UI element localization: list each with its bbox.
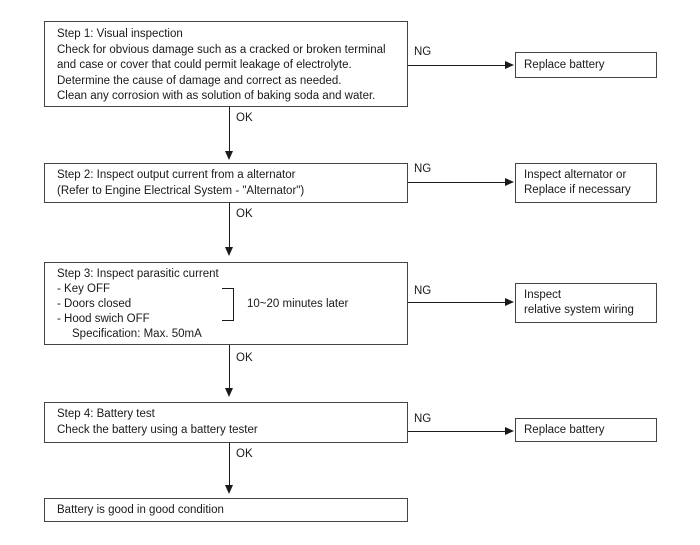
- step-3-box: Step 3: Inspect parasitic current - Key …: [44, 262, 408, 345]
- ok-arrow-2-head-icon: [225, 247, 233, 256]
- step-3-title: Step 3: Inspect parasitic current: [57, 268, 219, 280]
- step-4-box: Step 4: Battery test Check the battery u…: [44, 402, 408, 443]
- ng-label-4: NG: [414, 413, 432, 425]
- result-text: Battery is good in good condition: [57, 504, 224, 516]
- step-1-text: Check for obvious damage such as a crack…: [57, 43, 386, 56]
- ok-label-2: OK: [236, 208, 253, 220]
- ng-arrow-4-head-icon: [505, 427, 514, 435]
- ng-label-2: NG: [414, 163, 432, 175]
- ng-arrow-4-line: [408, 431, 505, 432]
- outcome-text: Replace if necessary: [524, 184, 631, 196]
- step-4-title: Step 4: Battery test: [57, 408, 155, 420]
- ng-arrow-2-line: [408, 182, 505, 183]
- outcome-text: relative system wiring: [524, 304, 634, 316]
- step-1-title: Step 1: Visual inspection: [57, 28, 183, 40]
- ng-arrow-3-head-icon: [505, 298, 514, 306]
- ok-label-1: OK: [236, 112, 253, 124]
- outcome-text: Replace battery: [524, 424, 605, 436]
- outcome-inspect-alternator-box: Inspect alternator or Replace if necessa…: [515, 163, 657, 203]
- ok-arrow-1-line: [229, 107, 230, 152]
- step-3-item: - Key OFF: [57, 283, 111, 295]
- step-3-item: - Hood swich OFF: [57, 313, 150, 325]
- ng-arrow-1-line: [408, 65, 505, 66]
- step-1-text: Determine the cause of damage and correc…: [57, 74, 342, 87]
- ng-arrow-3-line: [408, 302, 505, 303]
- ok-label-4: OK: [236, 448, 253, 460]
- outcome-replace-battery-1-box: Replace battery: [515, 52, 657, 78]
- outcome-text: Inspect: [524, 289, 562, 301]
- ng-label-3: NG: [414, 285, 432, 297]
- step-1-text: and case or cover that could permit leak…: [57, 59, 352, 71]
- ok-arrow-1-head-icon: [225, 151, 233, 160]
- step-2-title: Step 2: Inspect output current from a al…: [57, 169, 296, 181]
- step-4-text: Check the battery using a battery tester: [57, 423, 258, 436]
- step-1-text: Clean any corrosion with as solution of …: [57, 90, 376, 102]
- step-3-item: - Doors closed: [57, 298, 132, 310]
- ng-arrow-1-head-icon: [505, 61, 514, 69]
- outcome-text: Inspect alternator or: [524, 169, 627, 181]
- bracket-bottom-tick: [222, 320, 234, 321]
- result-box: Battery is good in good condition: [44, 498, 408, 522]
- outcome-inspect-wiring-box: Inspect relative system wiring: [515, 283, 657, 323]
- ok-arrow-4-head-icon: [225, 485, 233, 494]
- step-3-specification: Specification: Max. 50mA: [72, 328, 202, 340]
- step-1-box: Step 1: Visual inspection Check for obvi…: [44, 21, 408, 107]
- ok-arrow-3-head-icon: [225, 388, 233, 397]
- outcome-text: Replace battery: [524, 59, 605, 71]
- outcome-replace-battery-2-box: Replace battery: [515, 418, 657, 442]
- ok-arrow-3-line: [229, 345, 230, 389]
- bracket-top-tick: [222, 288, 234, 289]
- ok-label-3: OK: [236, 352, 253, 364]
- step-2-text: (Refer to Engine Electrical System - "Al…: [57, 184, 305, 197]
- ok-arrow-2-line: [229, 203, 230, 248]
- ng-label-1: NG: [414, 46, 432, 58]
- ng-arrow-2-head-icon: [505, 178, 514, 186]
- step-3-annotation: 10~20 minutes later: [247, 298, 349, 310]
- bracket-vertical: [233, 288, 234, 321]
- ok-arrow-4-line: [229, 443, 230, 486]
- step-2-box: Step 2: Inspect output current from a al…: [44, 163, 408, 203]
